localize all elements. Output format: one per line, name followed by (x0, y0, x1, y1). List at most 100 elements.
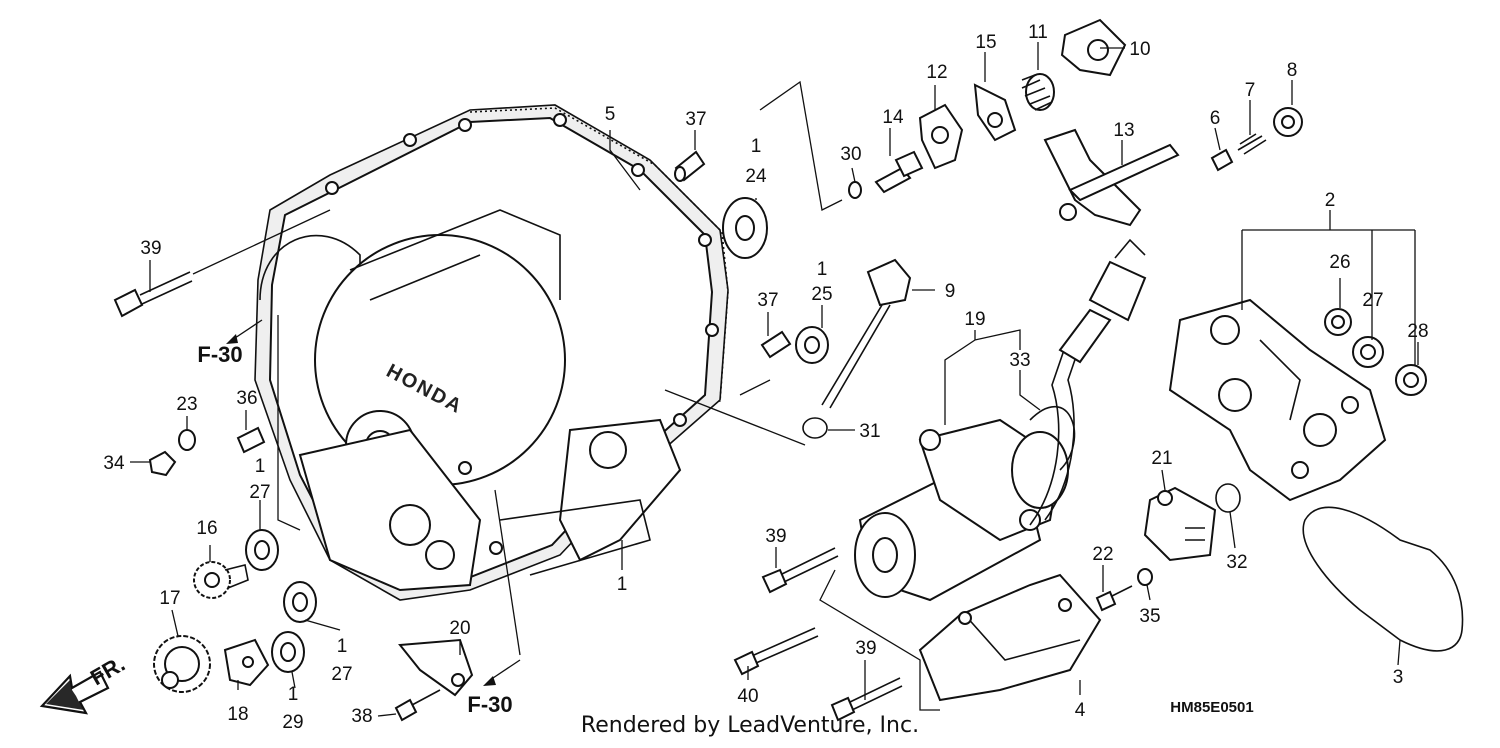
dowel-pin-37-mid (760, 330, 792, 359)
callout-30: 30 (840, 144, 861, 165)
bolt-39-motor (761, 547, 839, 594)
callout-29: 29 (282, 712, 303, 733)
callout-37-mid: 37 (757, 290, 778, 311)
shift-fork-13 (1043, 128, 1180, 227)
callout-37-top: 37 (685, 109, 706, 130)
cam-10 (1060, 18, 1127, 77)
callout-33: 33 (1009, 350, 1030, 371)
callout-26: 26 (1329, 252, 1350, 273)
callout-39-left: 39 (140, 238, 161, 259)
plate-18 (223, 638, 270, 687)
bearing-26 (1324, 308, 1352, 336)
callout-21: 21 (1151, 448, 1172, 469)
pin-6 (1210, 148, 1234, 172)
callout-5: 5 (605, 104, 616, 125)
callout-8: 8 (1287, 60, 1298, 81)
plate-15 (973, 83, 1017, 142)
leader-lines (130, 42, 1419, 717)
callout-1-upper: 1 (751, 136, 762, 157)
callout-25: 25 (811, 284, 832, 305)
callout-35: 35 (1139, 606, 1160, 627)
callout-11: 11 (1028, 22, 1048, 43)
plate-20 (398, 638, 474, 697)
callout-27-lower: 27 (331, 664, 352, 685)
callout-39-guard: 39 (855, 638, 876, 659)
gear-16 (193, 561, 249, 599)
callout-1-mid: 1 (817, 259, 828, 280)
dowel-pin-37-top (674, 150, 706, 182)
gear-17 (153, 635, 211, 693)
spring-11 (1021, 73, 1055, 111)
credit-line: Rendered by LeadVenture, Inc. (581, 713, 919, 738)
shift-motor (854, 418, 1069, 602)
bearing-28 (1395, 364, 1427, 396)
callout-27-left: 27 (249, 482, 270, 503)
callout-7: 7 (1245, 80, 1256, 101)
callout-13: 13 (1113, 120, 1134, 141)
callout-12: 12 (926, 62, 947, 83)
motor-wire-harness (1029, 238, 1147, 526)
bolt-39-guard (830, 677, 903, 722)
callout-32: 32 (1226, 552, 1247, 573)
washer-23 (178, 429, 196, 451)
front-direction-arrow-icon (39, 670, 110, 715)
callout-20: 20 (449, 618, 470, 639)
bearing-27-upper (1352, 336, 1384, 368)
sub-transmission-housing (1168, 298, 1387, 502)
callout-22: 22 (1092, 544, 1113, 565)
bolt-38 (394, 689, 441, 722)
callout-19: 19 (964, 309, 985, 330)
plate-12 (918, 103, 964, 170)
housing-gasket (1302, 506, 1464, 652)
callout-9: 9 (945, 281, 956, 302)
washer-35 (1137, 568, 1153, 586)
bearing-27-lower (283, 581, 317, 623)
section-ref-top: F-30 (197, 342, 242, 367)
diagram-code: HM85E0501 (1170, 699, 1253, 716)
spring-7 (1237, 133, 1267, 155)
motor-guard (918, 573, 1102, 702)
bolt-39-left (113, 271, 193, 318)
bolt-14 (874, 150, 924, 194)
callout-4: 4 (1075, 700, 1086, 721)
bearing-24 (722, 197, 768, 259)
callout-labels: 5 37 1 24 30 14 12 15 11 10 13 6 7 8 2 2… (103, 22, 1428, 733)
callout-16: 16 (196, 518, 217, 539)
callout-28: 28 (1407, 321, 1428, 342)
section-arrow-top (226, 319, 263, 344)
callout-10: 10 (1129, 39, 1150, 60)
callout-1-cover: 1 (617, 574, 628, 595)
o-ring-32 (1215, 483, 1241, 513)
callout-3: 3 (1393, 667, 1404, 688)
callout-17: 17 (159, 588, 180, 609)
section-arrow-bottom (483, 659, 521, 686)
callout-14: 14 (882, 107, 904, 128)
callout-1-lower: 1 (288, 684, 299, 705)
callout-15: 15 (975, 32, 996, 53)
callout-34: 34 (103, 453, 125, 474)
section-ref-bottom: F-30 (467, 692, 512, 717)
bearing-25 (795, 326, 829, 364)
callout-39-motor: 39 (765, 526, 786, 547)
callout-2: 2 (1325, 190, 1336, 211)
callout-38: 38 (351, 706, 372, 727)
callout-27-right: 27 (1362, 290, 1383, 311)
o-ring-33 (1029, 405, 1076, 471)
callout-18: 18 (227, 704, 248, 725)
callout-6: 6 (1210, 108, 1221, 129)
washer-30 (848, 181, 862, 199)
callout-23: 23 (176, 394, 197, 415)
o-ring-31 (802, 417, 828, 439)
bearing-29 (271, 631, 305, 673)
bolt-40 (733, 627, 819, 676)
collar-36 (236, 426, 266, 454)
crankcase-cover: HONDA (254, 104, 729, 601)
callout-40: 40 (737, 686, 758, 707)
nut-34 (148, 450, 177, 477)
bearing-27-left (245, 529, 279, 571)
callout-36: 36 (236, 388, 257, 409)
bolt-8 (1273, 107, 1303, 137)
bolt-22 (1095, 585, 1133, 612)
callout-24: 24 (745, 166, 767, 187)
